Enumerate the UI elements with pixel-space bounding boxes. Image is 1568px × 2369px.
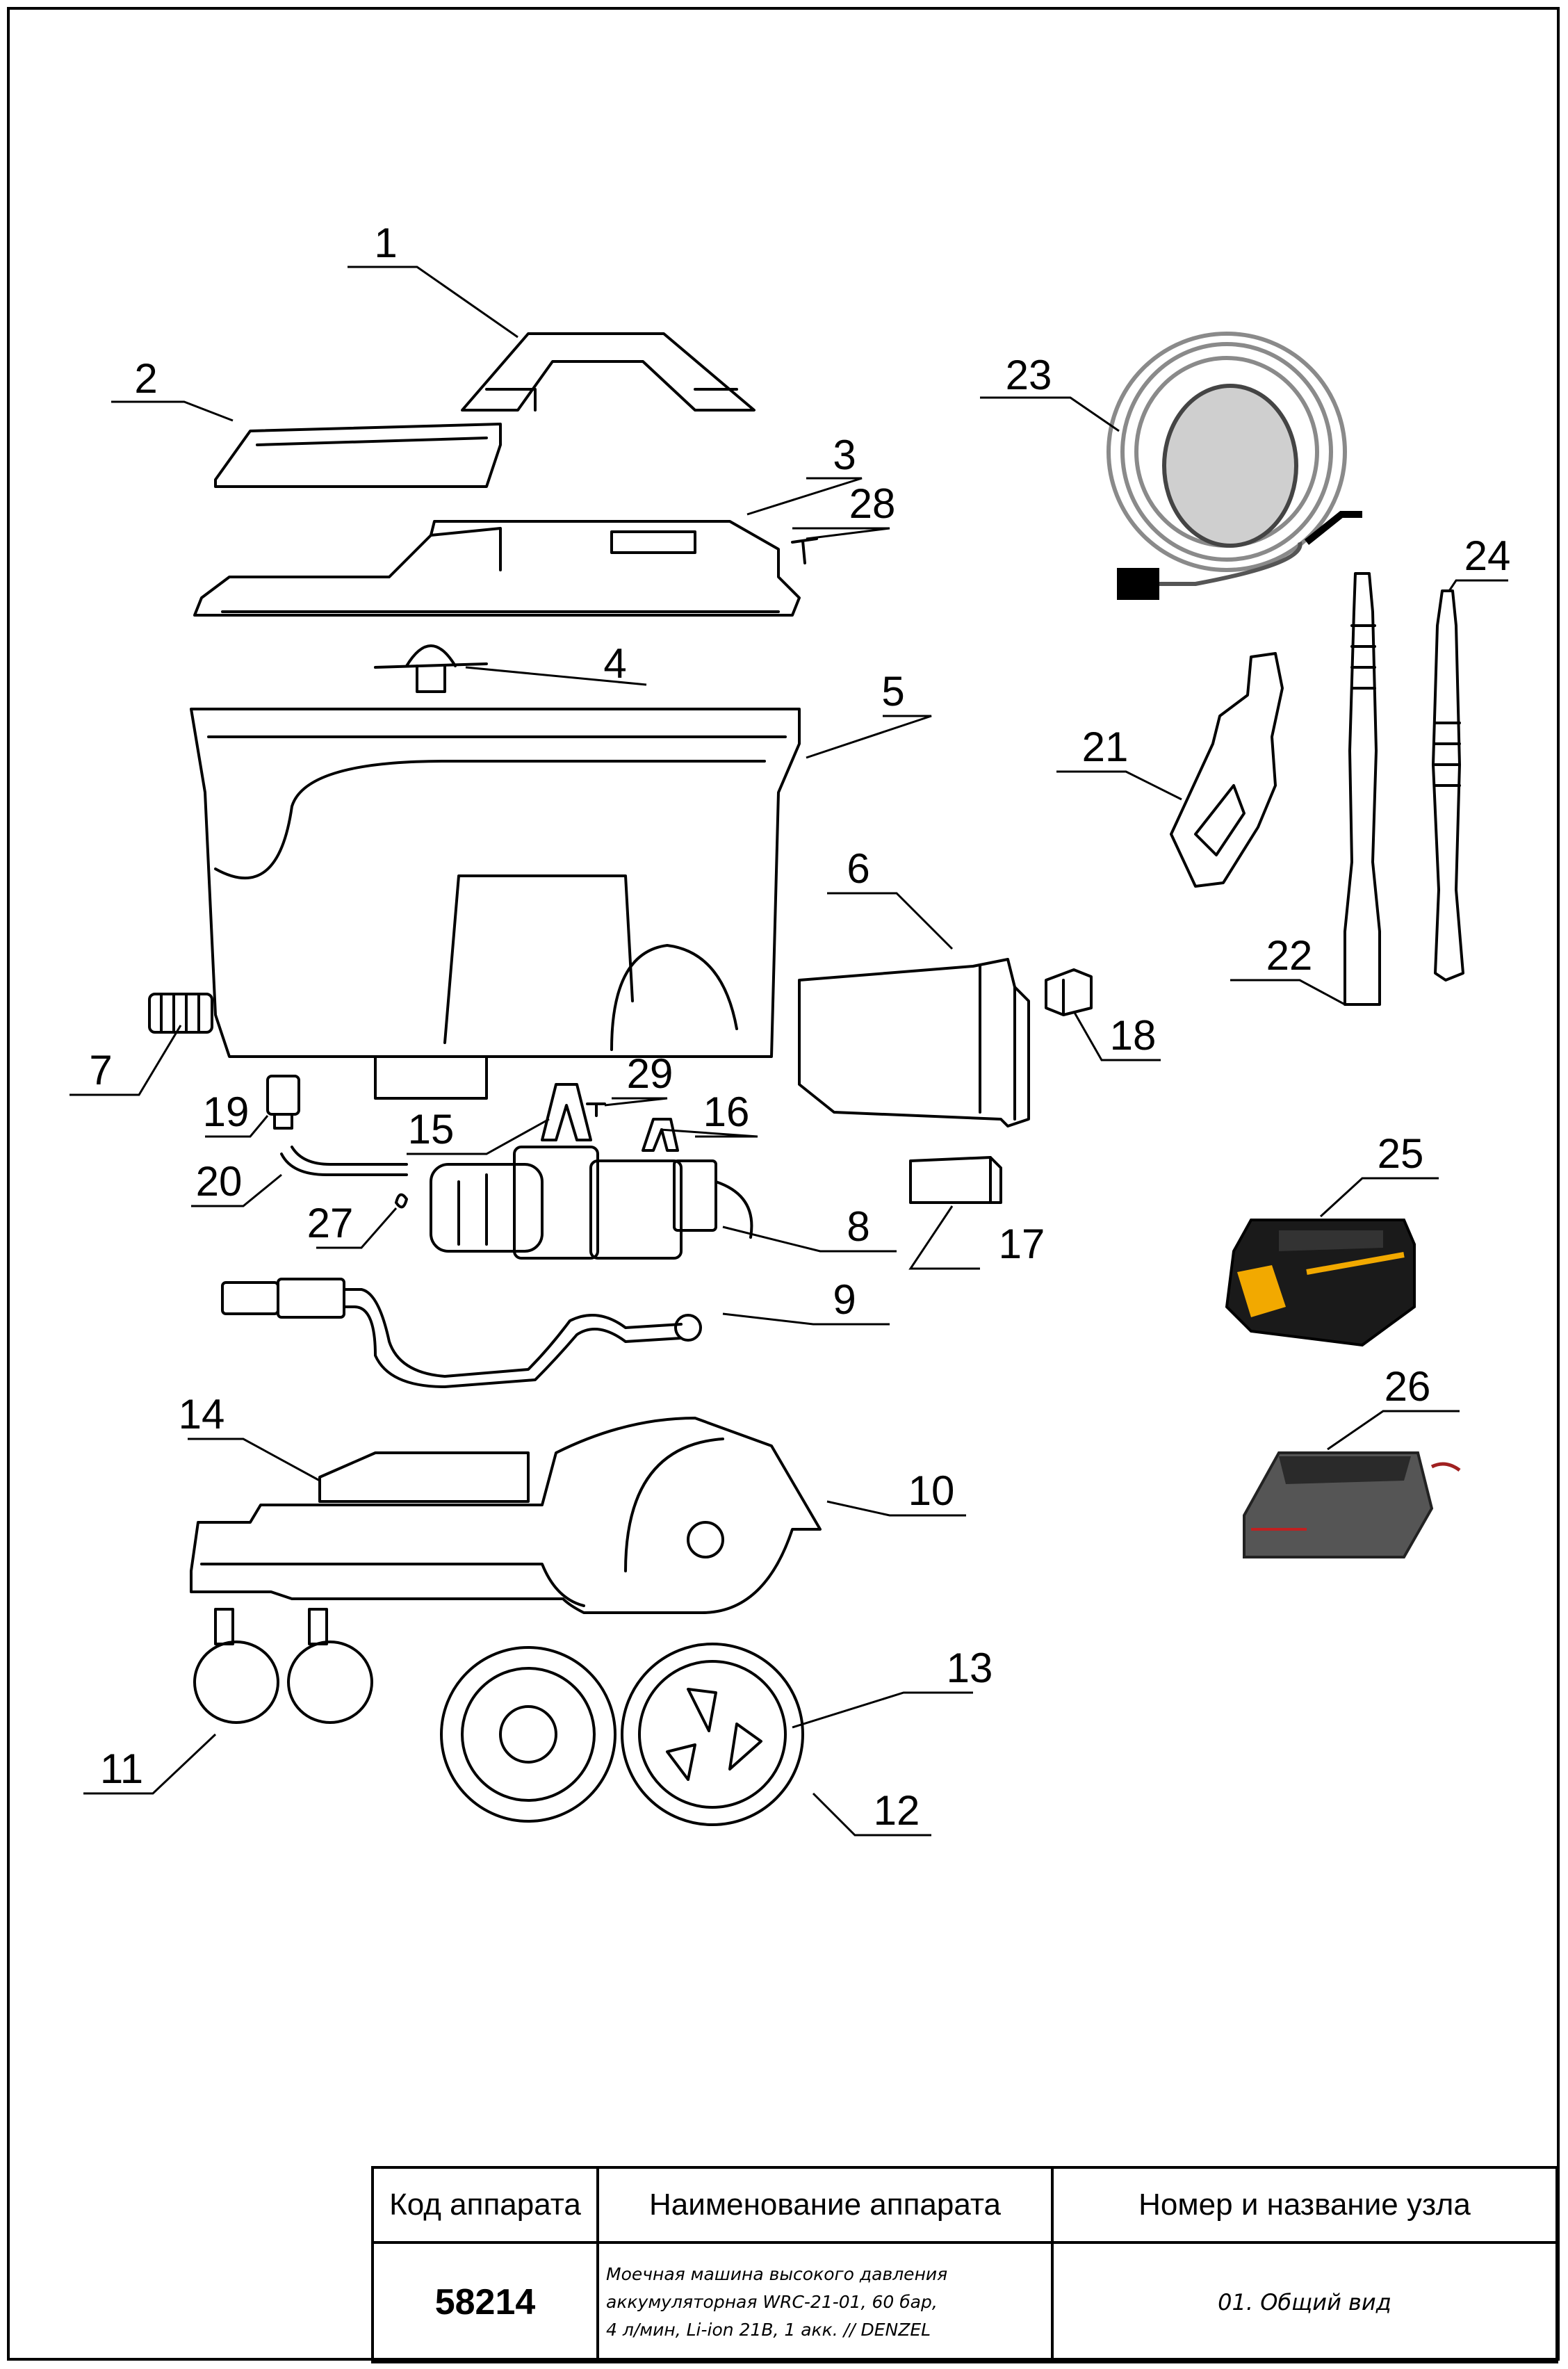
callout-16: 16 (703, 1089, 750, 1135)
part-outlet-hose (221, 1278, 702, 1388)
part-top-lid (193, 520, 801, 617)
callout-2: 2 (134, 355, 157, 402)
part-lance-turbo (1432, 589, 1464, 982)
device-code: 58214 (371, 2241, 599, 2363)
header-code: Код аппарата (371, 2166, 599, 2244)
part-clamp (541, 1083, 592, 1141)
part-high-pressure-hose (1106, 332, 1362, 600)
assembly-node: 01. Общий вид (1051, 2241, 1558, 2363)
device-name-line-3: 4 л/мин, Li-ion 21В, 1 акк. // DENZEL (606, 2320, 931, 2340)
callout-29: 29 (627, 1050, 673, 1097)
part-foam-pad (909, 1156, 1002, 1204)
part-screw-small (586, 1102, 606, 1117)
part-charger (1243, 1451, 1461, 1558)
part-base-frame (190, 1417, 822, 1614)
part-handle (461, 332, 756, 412)
part-connector (266, 1075, 300, 1130)
part-lance (1344, 572, 1381, 1006)
part-battery-pack (1225, 1219, 1416, 1347)
callout-27: 27 (307, 1200, 354, 1246)
part-motor-pump-unit (430, 1146, 753, 1260)
part-rubber-block (1045, 968, 1093, 1016)
callout-9: 9 (833, 1276, 856, 1323)
callout-19: 19 (203, 1089, 250, 1135)
part-wheel-cap (621, 1643, 804, 1826)
device-name-line-1: Моечная машина высокого давления (606, 2264, 948, 2284)
callout-5: 5 (881, 668, 904, 715)
callout-10: 10 (908, 1467, 955, 1514)
callout-28: 28 (849, 480, 896, 527)
part-battery-bay (798, 958, 1030, 1127)
callout-18: 18 (1110, 1012, 1157, 1059)
callout-26: 26 (1385, 1363, 1431, 1410)
header-node: Номер и название узла (1051, 2166, 1558, 2244)
part-wheel (440, 1646, 616, 1823)
callout-14: 14 (179, 1391, 225, 1438)
header-name: Наименование аппарата (596, 2166, 1054, 2244)
callout-8: 8 (847, 1203, 869, 1250)
callout-11: 11 (100, 1745, 143, 1792)
part-spray-gun (1170, 652, 1284, 888)
part-screw (791, 537, 818, 564)
callout-22: 22 (1266, 932, 1313, 979)
callout-17: 17 (999, 1221, 1045, 1267)
callout-1: 1 (374, 220, 397, 266)
callout-7: 7 (89, 1047, 112, 1093)
device-name: Моечная машина высокого давления аккумул… (596, 2241, 1054, 2363)
callout-3: 3 (833, 432, 856, 478)
part-inlet-tube (280, 1146, 408, 1176)
callout-15: 15 (408, 1106, 455, 1153)
leader-lines (70, 266, 1508, 1837)
callout-13: 13 (947, 1645, 993, 1691)
part-inlet-fitting (148, 993, 213, 1034)
callout-25: 25 (1378, 1130, 1424, 1177)
part-water-tank (190, 708, 801, 1100)
part-caster-wheels (193, 1608, 373, 1724)
callout-24: 24 (1464, 532, 1511, 579)
callout-12: 12 (874, 1787, 920, 1834)
part-bracket (642, 1118, 679, 1152)
callout-21: 21 (1082, 724, 1129, 770)
part-filter (374, 644, 488, 693)
part-battery-cover (214, 423, 502, 488)
callout-20: 20 (196, 1158, 243, 1205)
callout-4: 4 (603, 640, 626, 687)
callout-23: 23 (1006, 352, 1052, 398)
part-battery-holder (318, 1451, 530, 1503)
device-name-line-2: аккумуляторная WRC-21-01, 60 бар, (606, 2292, 938, 2312)
part-hose-clip (395, 1193, 408, 1209)
callout-6: 6 (847, 845, 869, 892)
title-block: Код аппарата Наименование аппарата Номер… (371, 2166, 1558, 2363)
